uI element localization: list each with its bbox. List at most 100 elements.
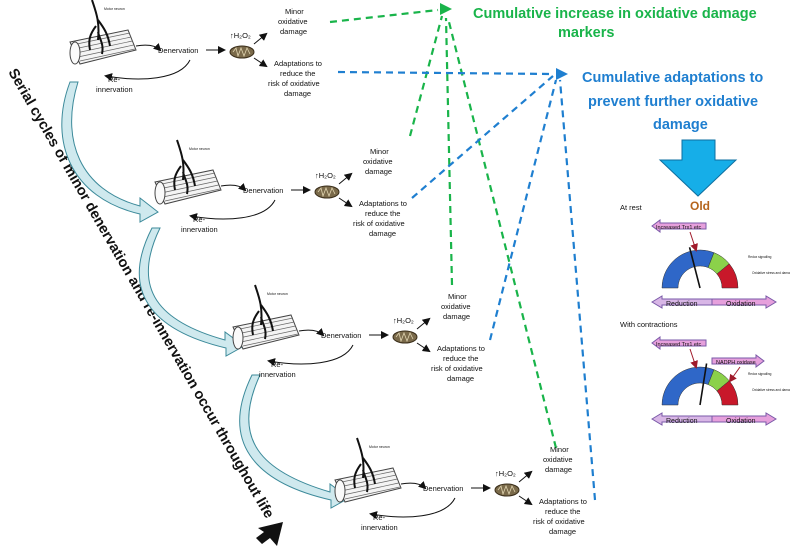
reinnervation-label-1: Re- <box>373 513 386 522</box>
motor-neuron-label: Motor neuron <box>267 292 288 296</box>
motor-neuron-icon <box>353 437 376 493</box>
increased-trx1-label: Increased Trx1 etc <box>656 342 701 348</box>
redox-signalling-label: Redox signalling <box>748 372 772 376</box>
h2o2-label: ↑H₂O₂ <box>230 31 251 40</box>
blue-heading-line3: damage <box>653 117 708 133</box>
denervation-label: Denervation <box>158 46 198 55</box>
adaptations-label-2: reduce the <box>443 354 478 363</box>
mitochondrion-icon <box>494 483 520 497</box>
minor-label-2: oxidative <box>278 17 308 26</box>
reduction-label: Reduction <box>666 301 698 308</box>
adaptations-label-1: Adaptations to <box>359 199 407 208</box>
blue-dashed-line <box>558 79 597 501</box>
side-black-arrow-icon <box>256 522 283 546</box>
curved-connector-arrow <box>138 227 245 357</box>
adaptations-label-3: risk of oxidative <box>353 219 405 228</box>
adaptations-label-4: damage <box>284 89 311 98</box>
minor-label-2: oxidative <box>363 157 393 166</box>
minor-label-1: Minor <box>550 445 569 454</box>
denervation-label: Denervation <box>423 484 463 493</box>
green-convergence-arrowhead <box>440 3 452 15</box>
adaptations-label-4: damage <box>369 229 396 238</box>
cycle-group: Motor neuronDenervationRe-innervation↑H₂… <box>154 139 407 238</box>
reinnervation-label-2: innervation <box>361 523 398 532</box>
motor-neuron-label: Motor neuron <box>369 445 390 449</box>
denervation-label: Denervation <box>321 331 361 340</box>
nadph-oxidase-arrow <box>711 354 765 368</box>
h2o2-label: ↑H₂O₂ <box>495 469 516 478</box>
adaptations-label-1: Adaptations to <box>274 59 322 68</box>
reinnervation-label-1: Re- <box>193 215 206 224</box>
reinnervation-label-1: Re- <box>108 75 121 84</box>
adaptations-label-3: risk of oxidative <box>268 79 320 88</box>
green-dashed-line <box>446 17 558 449</box>
minor-label-3: damage <box>545 465 572 474</box>
gauge-needle <box>699 363 708 406</box>
mitochondrion-icon <box>314 185 340 199</box>
down-arrow-icon <box>658 139 738 197</box>
adaptations-label-1: Adaptations to <box>539 497 587 506</box>
oxidation-label: Oxidation <box>726 301 756 308</box>
blue-dashed-line <box>337 70 554 76</box>
reinnervation-label-2: innervation <box>96 85 133 94</box>
oxidative-stress-label: Oxidative stress and damage <box>752 271 790 275</box>
blue-dashed-line <box>411 75 554 199</box>
oxidative-stress-label: Oxidative stress and damage <box>752 388 790 392</box>
reduction-label: Reduction <box>666 418 698 425</box>
increased-trx1-arrow <box>651 219 707 233</box>
with-contractions-label: With contractions <box>620 320 678 329</box>
minor-label-2: oxidative <box>543 455 573 464</box>
minor-label-1: Minor <box>448 292 467 301</box>
increased-trx1-label: Increased Trx1 etc <box>656 225 701 231</box>
blue-convergence-arrowhead <box>556 68 568 80</box>
green-dashed-line <box>444 17 454 286</box>
motor-neuron-label: Motor neuron <box>104 7 125 11</box>
motor-neuron-icon <box>88 0 111 55</box>
side-caption: Serial cycles of minor denervation and r… <box>5 66 277 521</box>
green-heading-line1: Cumulative increase in oxidative damage <box>473 6 757 22</box>
minor-label-3: damage <box>443 312 470 321</box>
green-dashed-line <box>408 15 444 137</box>
blue-heading-line2: prevent further oxidative <box>588 94 758 110</box>
denervation-label: Denervation <box>243 186 283 195</box>
mitochondrion-icon <box>229 45 255 59</box>
adaptations-label-4: damage <box>549 527 576 536</box>
at-rest-label: At rest <box>620 203 643 212</box>
adaptations-label-1: Adaptations to <box>437 344 485 353</box>
increased-trx1-arrow <box>651 336 707 350</box>
minor-label-3: damage <box>365 167 392 176</box>
oxidation-arrow <box>711 412 777 426</box>
minor-label-1: Minor <box>285 7 304 16</box>
gauge-oxidation-segment <box>716 263 739 289</box>
oxidation-label: Oxidation <box>726 418 756 425</box>
blue-dashed-line <box>488 79 558 341</box>
green-heading-line2: markers <box>558 25 614 41</box>
oxidation-arrow <box>711 295 777 309</box>
gauge-reduction-segment <box>661 366 715 406</box>
h2o2-label: ↑H₂O₂ <box>393 316 414 325</box>
green-dashed-line <box>329 8 439 24</box>
gauge-needle <box>688 247 701 289</box>
adaptations-label-3: risk of oxidative <box>533 517 585 526</box>
adaptations-label-2: reduce the <box>545 507 580 516</box>
h2o2-label: ↑H₂O₂ <box>315 171 336 180</box>
reinnervation-label-2: innervation <box>181 225 218 234</box>
gauge-oxidation-segment <box>716 380 739 406</box>
adaptations-label-2: reduce the <box>365 209 400 218</box>
minor-label-3: damage <box>280 27 307 36</box>
old-label: Old <box>690 199 710 213</box>
reinnervation-label-2: innervation <box>259 370 296 379</box>
curved-connector-arrow <box>61 81 159 223</box>
minor-label-1: Minor <box>370 147 389 156</box>
blue-heading-line1: Cumulative adaptations to <box>582 70 763 86</box>
mitochondrion-icon <box>392 330 418 344</box>
reinnervation-label-1: Re- <box>271 360 284 369</box>
motor-neuron-icon <box>173 139 196 195</box>
minor-label-2: oxidative <box>441 302 471 311</box>
